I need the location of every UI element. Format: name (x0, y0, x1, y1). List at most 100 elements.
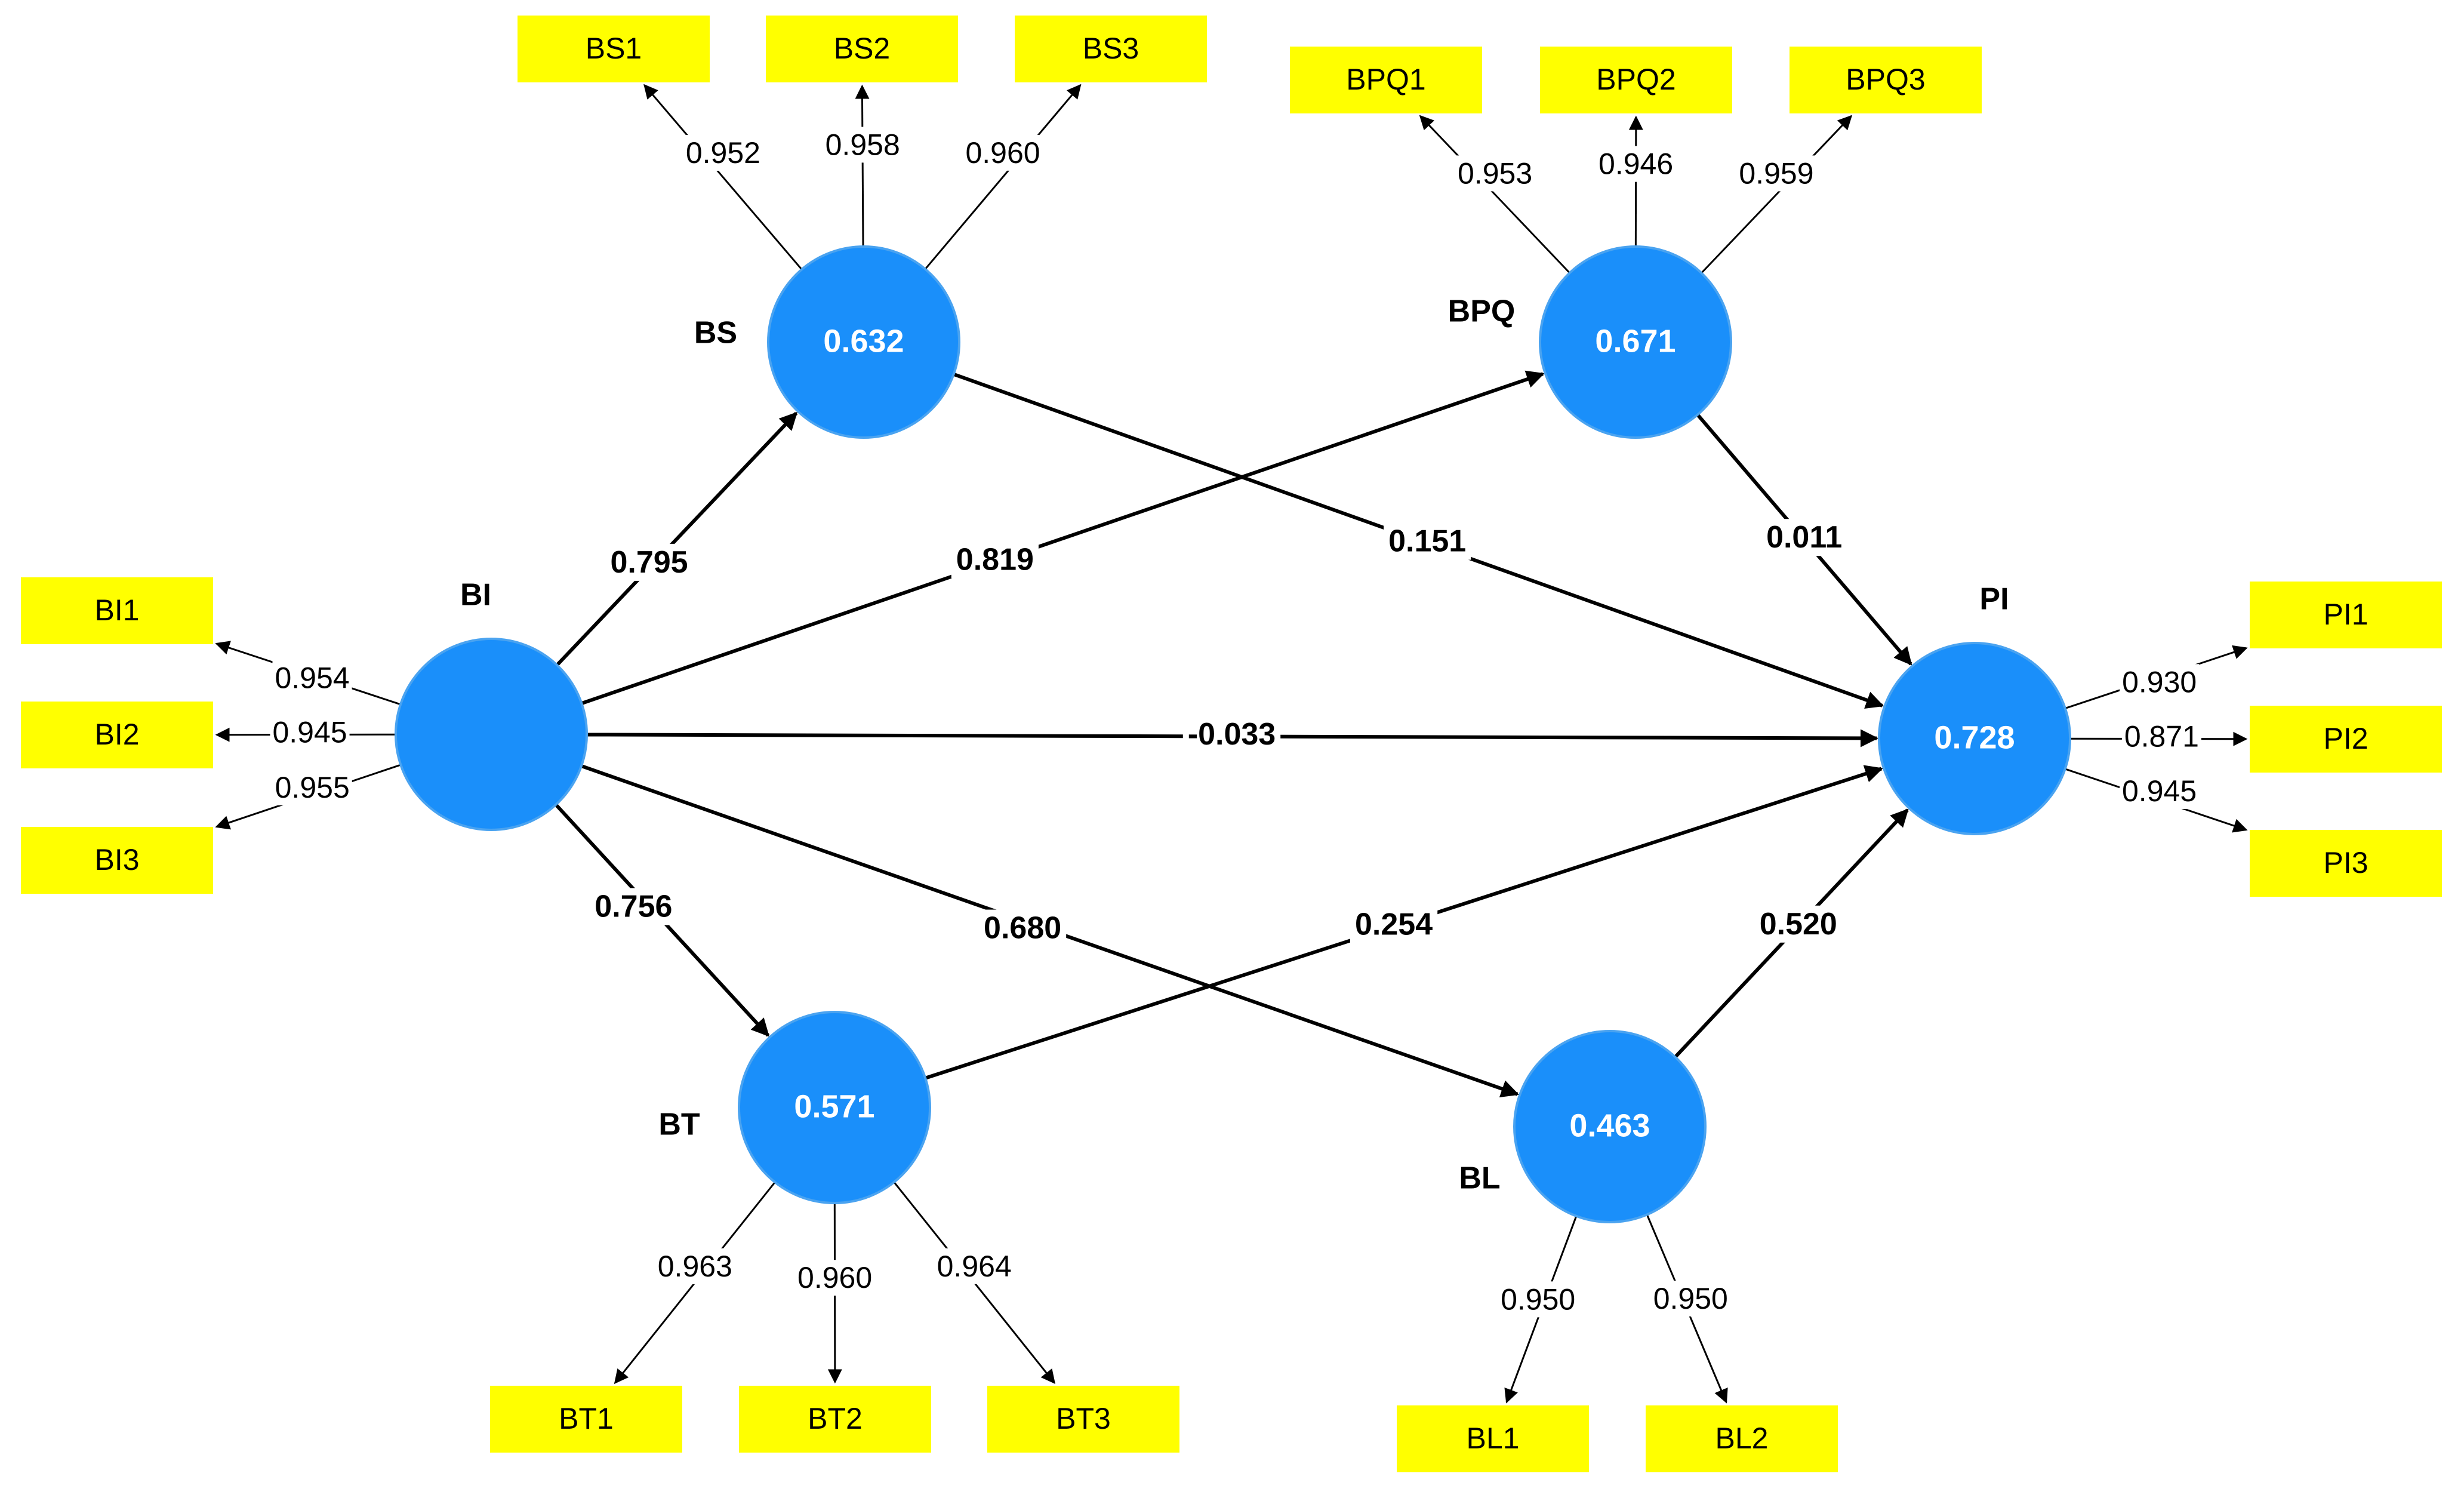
indicator-bi2-box (21, 702, 213, 768)
path-coefficient-bt-pi: 0.254 (1355, 907, 1433, 942)
loading-value-bt3: 0.964 (937, 1250, 1012, 1283)
indicator-pi3-label: PI3 (2323, 846, 2368, 879)
indicator-bi2-label: BI2 (94, 718, 139, 751)
loading-value-pi3: 0.945 (2122, 774, 2197, 808)
label-background (1498, 1281, 1578, 1318)
path-coefficient-bl-pi: 0.520 (1760, 907, 1837, 942)
indicator-bt2-label: BT2 (808, 1402, 863, 1435)
construct-bpq-node (1539, 245, 1732, 439)
construct-bl-name: BL (1459, 1161, 1500, 1196)
label-background (979, 909, 1067, 947)
label-background (272, 660, 352, 696)
construct-bi-name: BI (460, 578, 491, 613)
indicator-bpq1-box (1290, 47, 1482, 113)
label-background (605, 543, 693, 581)
loading-value-pi2: 0.871 (2124, 720, 2199, 753)
indicator-bs2-label: BS2 (834, 32, 891, 65)
indicator-pi1-box (2250, 582, 2442, 648)
indicator-bl2-box (1646, 1405, 1838, 1472)
loading-value-bi3: 0.955 (275, 771, 350, 804)
construct-bs-name: BS (694, 316, 737, 350)
path-coefficient-bs-pi: 0.151 (1388, 524, 1466, 559)
construct-pi-node (1878, 642, 2071, 835)
loading-value-bs3: 0.960 (965, 136, 1040, 170)
label-background (1455, 155, 1535, 192)
indicator-bpq2-label: BPQ2 (1596, 63, 1675, 96)
loading-value-bt2: 0.960 (797, 1261, 872, 1294)
path-arrow-bi-bpq (581, 370, 1545, 705)
label-background (934, 1248, 1014, 1284)
indicator-bs2-box (766, 16, 958, 82)
loading-value-bi2: 0.945 (272, 716, 347, 749)
indicator-bt1-label: BT1 (559, 1402, 614, 1435)
indicator-bpq3-label: BPQ3 (1846, 63, 1925, 96)
label-background (655, 1248, 735, 1284)
indicator-bt1-box (490, 1386, 682, 1453)
label-background (1350, 906, 1438, 943)
loading-value-bt1: 0.963 (658, 1250, 732, 1283)
loading-value-bs1: 0.952 (686, 136, 760, 170)
construct-bpq-r-squared: 0.671 (1595, 323, 1675, 359)
construct-pi-r-squared: 0.728 (1934, 719, 2015, 755)
path-coefficient-bi-bs: 0.795 (610, 545, 688, 580)
loading-arrow-bs2 (855, 84, 870, 247)
loading-arrow-bpq3 (1701, 115, 1853, 274)
label-background (1761, 519, 1847, 556)
indicator-bi1-label: BI1 (94, 593, 139, 627)
indicator-pi1-label: PI1 (2323, 598, 2368, 631)
loading-value-bpq2: 0.946 (1598, 147, 1673, 181)
loading-value-bpq1: 0.953 (1458, 156, 1532, 190)
path-coefficient-bi-bl: 0.680 (984, 911, 1061, 946)
construct-bpq-name: BPQ (1448, 294, 1516, 329)
construct-bs-node (767, 245, 960, 439)
indicator-bpq3-box (1790, 47, 1982, 113)
indicator-bt3-box (987, 1386, 1179, 1453)
loading-value-bpq3: 0.959 (1739, 156, 1813, 190)
label-background (963, 134, 1043, 171)
construct-bi-node (395, 638, 588, 831)
indicator-bs3-box (1015, 16, 1207, 82)
indicator-bi3-box (21, 827, 213, 894)
construct-pi-name: PI (1979, 582, 2009, 617)
indicator-bpq2-box (1540, 47, 1732, 113)
indicator-bl1-box (1397, 1405, 1589, 1472)
label-background (590, 888, 677, 925)
construct-bl-node (1513, 1030, 1707, 1223)
path-coefficient-bi-bt: 0.756 (595, 889, 672, 924)
loading-value-bl2: 0.950 (1653, 1282, 1728, 1315)
loading-arrow-bpq1 (1419, 115, 1570, 274)
label-background (823, 127, 903, 163)
indicator-bs1-label: BS1 (586, 32, 642, 65)
path-coefficient-bpq-pi: 0.011 (1766, 520, 1842, 555)
label-background (1736, 155, 1816, 192)
indicator-bpq1-label: BPQ1 (1346, 63, 1425, 96)
label-background (2120, 664, 2200, 700)
indicator-bs1-box (518, 16, 710, 82)
construct-bs-r-squared: 0.632 (823, 323, 904, 359)
indicator-bi3-label: BI3 (94, 843, 139, 876)
indicators-layer (21, 16, 2442, 1472)
constructs-layer (395, 245, 2071, 1223)
indicator-bi1-box (21, 577, 213, 644)
indicator-bt2-box (739, 1386, 931, 1453)
loading-value-bs2: 0.958 (826, 128, 900, 161)
label-background (1650, 1281, 1730, 1317)
label-background (1182, 716, 1281, 753)
label-background (1754, 905, 1842, 943)
indicator-bl1-label: BL1 (1467, 1422, 1520, 1455)
label-background (1384, 522, 1471, 560)
indicator-pi2-label: PI2 (2323, 722, 2368, 755)
label-background (270, 714, 350, 750)
construct-bt-name: BT (658, 1108, 700, 1142)
loading-value-bl1: 0.950 (1501, 1282, 1575, 1316)
label-background (795, 1260, 875, 1296)
indicator-bl2-label: BL2 (1715, 1422, 1769, 1455)
construct-bt-r-squared: 0.571 (794, 1088, 874, 1124)
indicator-pi3-box (2250, 830, 2442, 897)
path-coefficient-bi-bpq: 0.819 (956, 543, 1034, 577)
loading-value-pi1: 0.930 (2122, 665, 2197, 699)
label-background (272, 769, 352, 805)
path-arrow-bi-bs (556, 411, 798, 667)
loading-arrow-bs1 (643, 84, 803, 270)
